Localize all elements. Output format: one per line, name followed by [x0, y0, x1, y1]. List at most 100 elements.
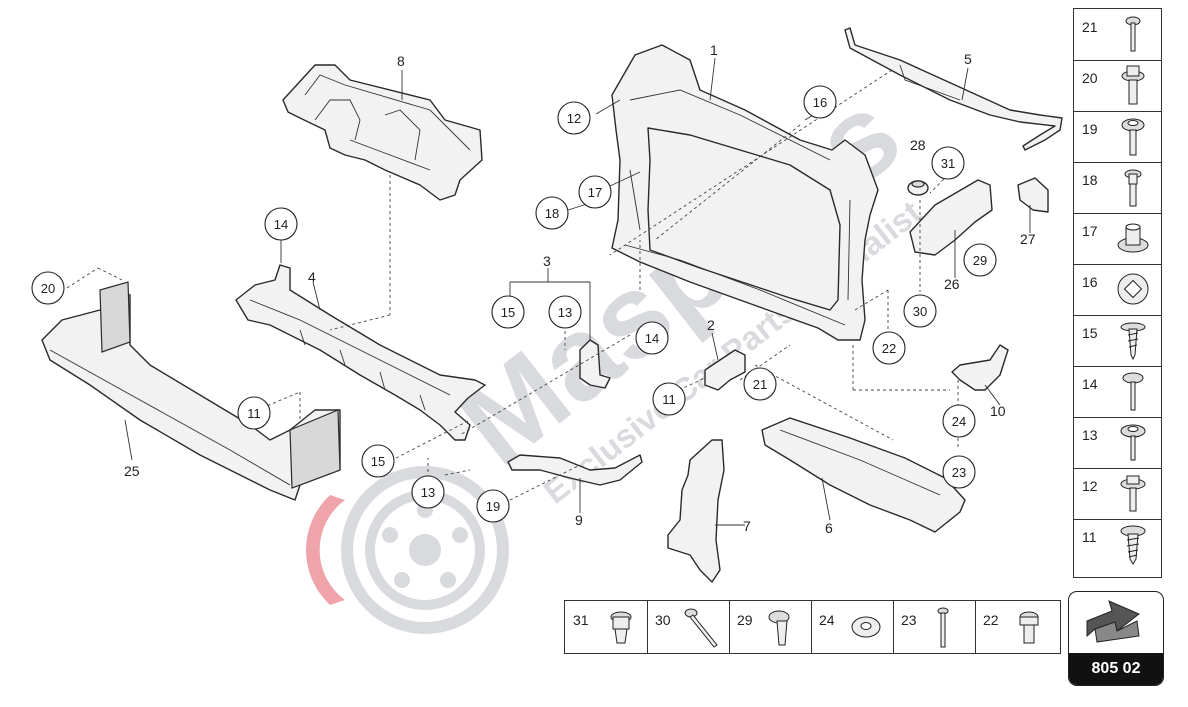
legend-item-14: 14: [1074, 366, 1161, 418]
callout-14b: 14: [635, 321, 669, 355]
svg-text:24: 24: [952, 414, 966, 429]
legend-item-13: 13: [1074, 417, 1161, 469]
svg-text:15: 15: [371, 454, 385, 469]
nut-icon: [1117, 273, 1149, 305]
svg-text:11: 11: [662, 392, 676, 407]
part-26-crash-box: [909, 179, 993, 256]
svg-text:29: 29: [973, 253, 987, 268]
label-3: 3: [543, 253, 551, 269]
grommet-icon: [1117, 223, 1149, 253]
label-25: 25: [124, 463, 140, 479]
label-28: 28: [910, 137, 926, 153]
callout-18: 18: [535, 196, 569, 230]
washer-bolt-icon: [1121, 118, 1145, 156]
legend-item-30: 30: [647, 601, 730, 653]
long-bolt-icon: [684, 608, 718, 648]
svg-text:31: 31: [941, 156, 955, 171]
page-reference-label: 805 02: [1069, 653, 1163, 685]
label-4: 4: [308, 269, 316, 285]
svg-text:22: 22: [882, 341, 896, 356]
part-9-strut: [507, 454, 643, 486]
part-28-grommet: [907, 180, 929, 196]
label-6: 6: [825, 520, 833, 536]
callout-13a: 13: [548, 295, 582, 329]
label-10: 10: [990, 403, 1006, 419]
stud-bolt-icon: [1124, 169, 1142, 207]
label-27: 27: [1020, 231, 1036, 247]
legend-item-29: 29: [729, 601, 812, 653]
svg-text:23: 23: [952, 465, 966, 480]
part-27-clip: [1017, 177, 1049, 213]
callout-15b: 15: [361, 444, 395, 478]
legend-item-11: 11: [1074, 519, 1161, 570]
legend-item-23: 23: [893, 601, 976, 653]
part-5-bar: [844, 27, 1063, 151]
callout-15a: 15: [491, 295, 525, 329]
label-7: 7: [743, 518, 751, 534]
legend-item-17: 17: [1074, 213, 1161, 265]
svg-text:21: 21: [753, 377, 767, 392]
callout-30: 30: [903, 294, 937, 328]
svg-text:15: 15: [501, 305, 515, 320]
svg-text:14: 14: [274, 217, 288, 232]
fastener-legend-row: 31 30 29 24 23 22: [564, 600, 1061, 654]
callout-29: 29: [963, 243, 997, 277]
part-6-underbody-panel: [761, 417, 966, 533]
tapping-screw-icon: [1120, 322, 1146, 361]
legend-item-12: 12: [1074, 468, 1161, 520]
fastener-legend-column: 21 20 19 18 17 16 15 14 13 12 11: [1073, 8, 1162, 578]
part-1-front-carrier: [611, 44, 879, 341]
part-2-bracket: [704, 349, 746, 391]
legend-item-20: 20: [1074, 60, 1161, 112]
svg-text:17: 17: [588, 185, 602, 200]
callout-21: 21: [743, 367, 777, 401]
callout-16: 16: [803, 85, 837, 119]
legend-item-24: 24: [811, 601, 894, 653]
legend-item-31: 31: [565, 601, 648, 653]
flange-screw-icon: [1120, 475, 1146, 512]
svg-text:30: 30: [913, 304, 927, 319]
label-2: 2: [707, 317, 715, 333]
legend-item-15: 15: [1074, 315, 1161, 367]
callout-12: 12: [557, 101, 591, 135]
callout-11a: 11: [237, 396, 271, 430]
hex-bolt-icon: [768, 610, 790, 646]
collar-bolt-icon: [1019, 611, 1039, 644]
svg-text:16: 16: [813, 95, 827, 110]
svg-text:14: 14: [645, 331, 659, 346]
part-8-air-duct: [282, 64, 483, 201]
svg-text:18: 18: [545, 206, 559, 221]
direction-arrow-icon: [1086, 600, 1140, 643]
part-4-crossmember: [235, 264, 486, 441]
callout-24: 24: [942, 404, 976, 438]
legend-item-18: 18: [1074, 162, 1161, 214]
callout-22: 22: [872, 331, 906, 365]
svg-text:20: 20: [41, 281, 55, 296]
legend-item-21: 21: [1074, 9, 1161, 61]
pin-screw-icon: [1125, 16, 1141, 52]
legend-item-16: 16: [1074, 264, 1161, 316]
callout-14a: 14: [264, 207, 298, 241]
part-7-side-panel: [667, 439, 725, 583]
legend-item-22: 22: [975, 601, 1057, 653]
svg-text:12: 12: [567, 111, 581, 126]
svg-text:19: 19: [486, 499, 500, 514]
part-10-bracket: [951, 344, 1009, 391]
svg-text:11: 11: [247, 406, 261, 421]
leader-lines: [66, 57, 1031, 526]
callout-19: 19: [476, 489, 510, 523]
label-1: 1: [710, 42, 718, 58]
callout-11b: 11: [652, 382, 686, 416]
svg-text:13: 13: [421, 485, 435, 500]
long-screw-icon: [1122, 372, 1144, 411]
callout-20: 20: [31, 271, 65, 305]
callout-23: 23: [942, 455, 976, 489]
svg-text:13: 13: [558, 305, 572, 320]
thin-bolt-icon: [937, 607, 949, 648]
part-3-bracket: [579, 339, 611, 389]
callout-28-bubble: 31: [931, 146, 965, 180]
flange-bolt-icon: [1121, 65, 1145, 105]
torx-bolt-icon: [610, 611, 632, 644]
callout-13b: 13: [411, 475, 445, 509]
page-reference-box: 805 02: [1068, 591, 1164, 686]
